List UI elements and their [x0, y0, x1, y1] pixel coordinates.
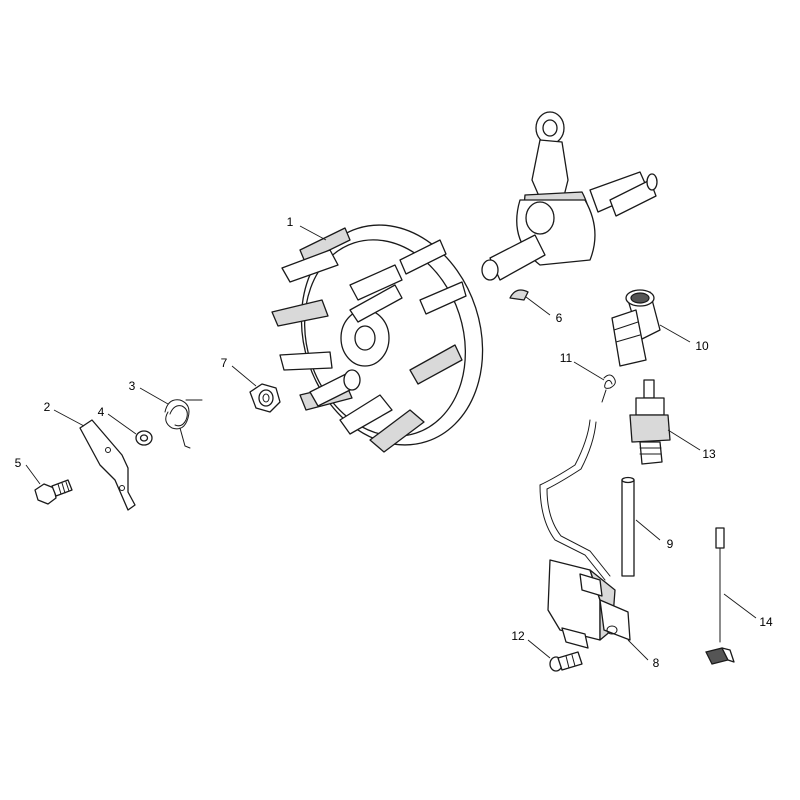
- washer-part: [135, 430, 153, 446]
- callout-10: 10: [695, 339, 709, 353]
- small-spring-part: [601, 374, 616, 403]
- callout-6: 6: [556, 311, 563, 325]
- callout-14: 14: [759, 615, 773, 629]
- callout-12: 12: [511, 629, 525, 643]
- callout-1: 1: [287, 215, 294, 229]
- screw-part: [549, 651, 583, 672]
- callout-7: 7: [221, 356, 228, 370]
- spark-plug-part: [629, 379, 671, 465]
- plate-part: [79, 419, 136, 511]
- leader-lines: [25, 225, 757, 661]
- callout-2: 2: [44, 400, 51, 414]
- callout-13: 13: [702, 447, 716, 461]
- callout-8: 8: [653, 656, 660, 670]
- terminal-part: [705, 527, 735, 665]
- callout-5: 5: [15, 456, 22, 470]
- plug-cap-part: [611, 289, 661, 367]
- rod-part: [621, 476, 635, 577]
- callout-9: 9: [667, 537, 674, 551]
- ignition-coil-part: [539, 419, 631, 649]
- callout-11: 11: [560, 351, 573, 365]
- callout-labels: 1 2 3 4 5 6 7 8 9 10 11 12 13 14: [15, 215, 773, 670]
- bolt-part: [34, 479, 73, 505]
- crankshaft-assembly: [481, 111, 658, 281]
- flywheel-part: [271, 224, 484, 453]
- key-part: [509, 289, 529, 301]
- nut-part: [249, 383, 281, 413]
- spring-part: [164, 399, 203, 449]
- callout-3: 3: [129, 379, 136, 393]
- callout-4: 4: [98, 405, 105, 419]
